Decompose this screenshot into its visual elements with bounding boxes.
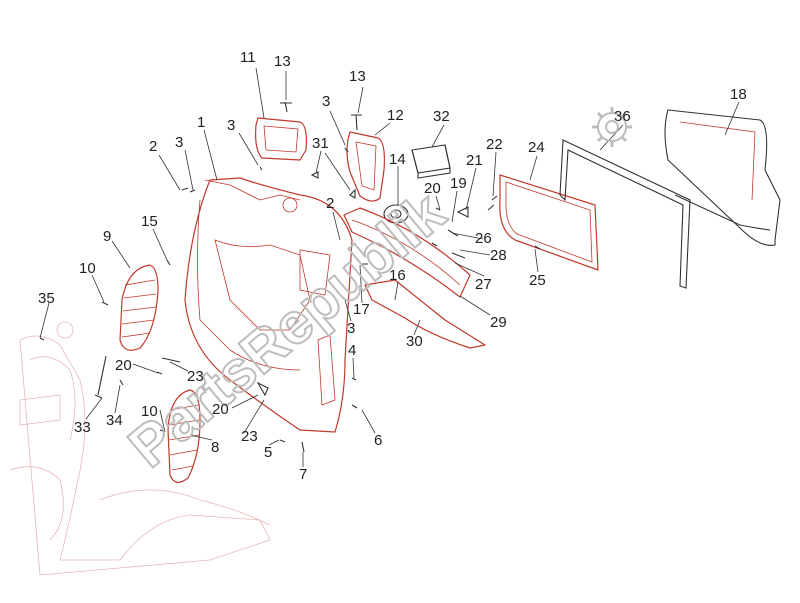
fastener-screws [39,101,541,453]
callout-7: 7 [299,466,307,483]
callout-21: 21 [466,152,483,169]
callout-3: 3 [322,93,330,110]
callout-11: 11 [240,49,256,66]
scooter-frame-ghost [9,321,271,576]
door-seal-frame [559,139,691,289]
callout-leaders [39,67,740,467]
storage-gasket [499,174,599,271]
callout-32: 32 [433,108,450,125]
callout-1: 1 [197,114,205,131]
callout-6: 6 [374,432,382,449]
callout-35: 35 [38,290,55,307]
callout-13: 13 [274,53,291,70]
callout-22: 22 [486,136,503,153]
callout-23: 23 [241,428,258,445]
fuse-box [411,144,451,179]
callout-34: 34 [106,412,123,429]
callout-29: 29 [490,314,507,331]
left-vent-grille [119,264,159,351]
callout-28: 28 [490,247,507,264]
callout-23: 23 [187,368,204,385]
callout-25: 25 [529,272,546,289]
callout-20: 20 [424,180,441,197]
callout-30: 30 [406,333,423,350]
tunnel-cover-lower [364,279,486,349]
callout-17: 17 [353,301,370,318]
callout-9: 9 [103,228,111,245]
callout-20: 20 [115,357,132,374]
callout-31: 31 [312,135,329,152]
storage-door-panel [664,109,781,246]
callout-10: 10 [79,260,96,277]
leg-shield-panel [184,177,353,433]
callout-4: 4 [348,342,356,359]
callout-2: 2 [326,195,334,212]
center-tunnel-strip [343,207,471,298]
callout-16: 16 [389,267,406,284]
callout-10: 10 [141,403,158,420]
callout-12: 12 [387,107,404,124]
callout-18: 18 [730,86,747,103]
callout-19: 19 [450,175,467,192]
fuel-cap-ring [383,204,409,224]
glovebox-lid-small [255,117,307,161]
callout-2: 2 [149,138,157,155]
callout-27: 27 [475,276,492,293]
callout-3: 3 [227,117,235,134]
callout-13: 13 [349,68,366,85]
gear-icon [592,107,632,147]
watermark: PartsRepublik [116,107,632,481]
callout-labels: 1 2 2 3 3 3 3 4 5 6 7 8 9 10 10 11 12 13… [38,49,747,483]
callout-8: 8 [211,439,219,456]
callout-14: 14 [389,151,406,168]
callout-15: 15 [141,213,158,230]
callout-26: 26 [475,230,492,247]
glovebox-lid-large [346,131,385,202]
callout-3: 3 [347,320,355,337]
callout-5: 5 [264,444,272,461]
watermark-text: PartsRepublik [117,179,458,480]
callout-24: 24 [528,139,545,156]
callout-36: 36 [614,108,631,125]
callout-33: 33 [74,419,91,436]
callout-3: 3 [175,134,183,151]
lower-vent-grille [167,389,201,483]
callout-20: 20 [212,401,229,418]
